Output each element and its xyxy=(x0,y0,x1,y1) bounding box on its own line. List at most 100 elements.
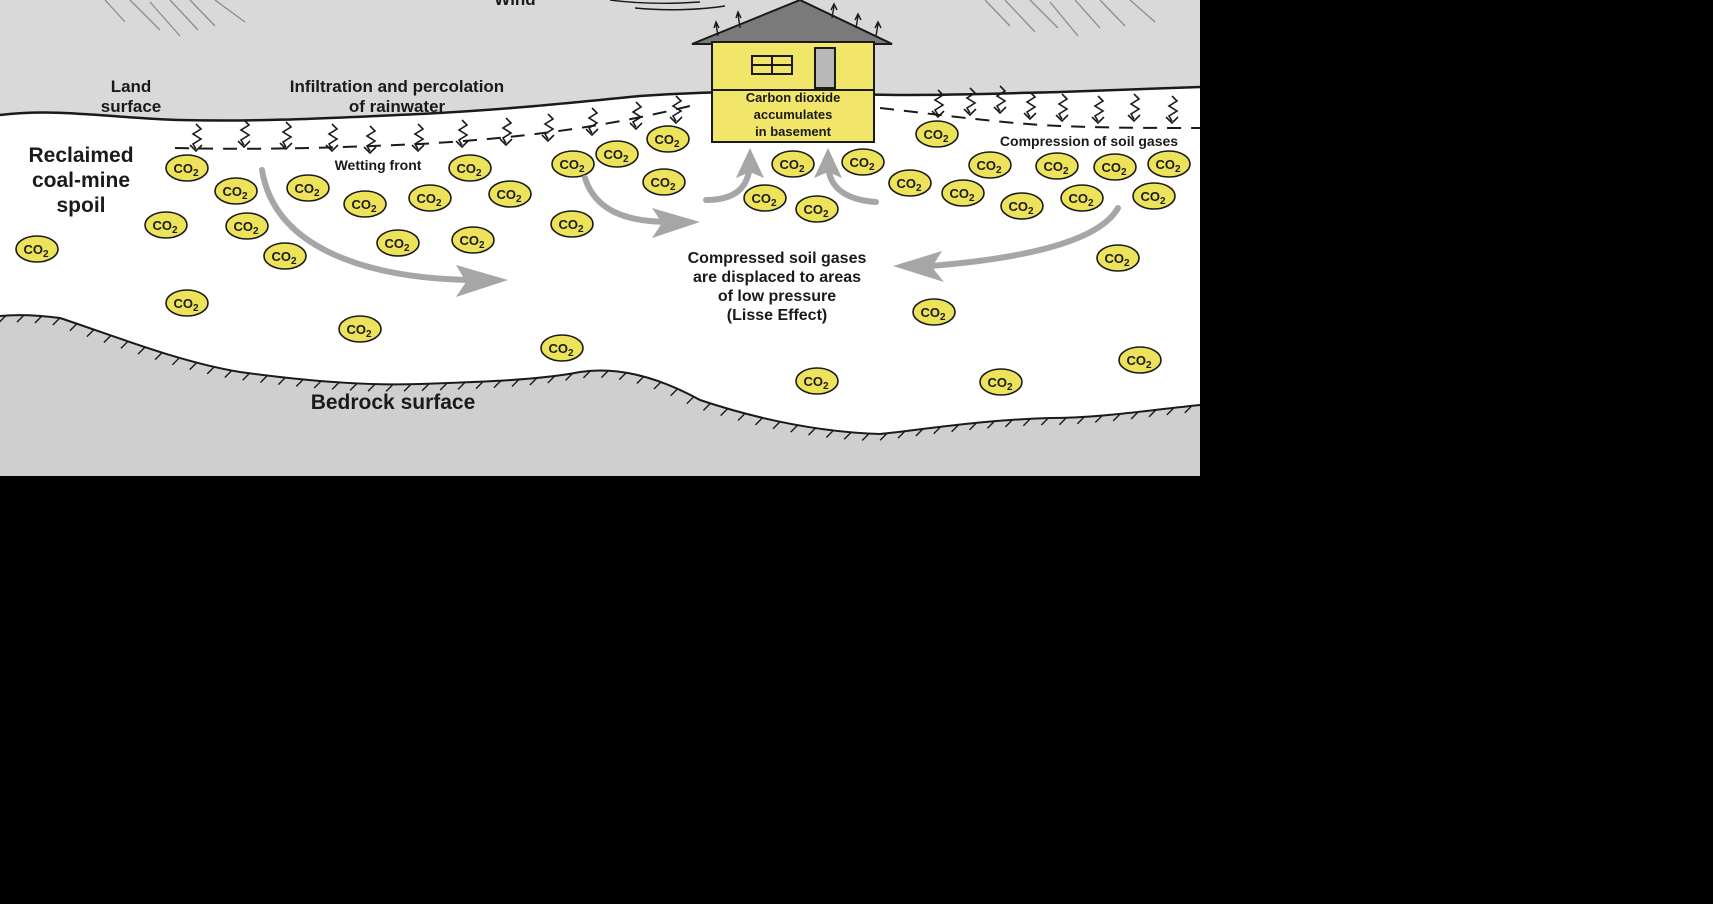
bedrock-hatch-mark xyxy=(951,424,960,433)
bedrock-hatch-mark xyxy=(69,323,78,332)
bedrock-hatch-mark xyxy=(1184,405,1193,414)
flow-arrow-center-left xyxy=(582,175,673,225)
bedrock-hatch-mark xyxy=(529,377,538,386)
co2-bubble-shape xyxy=(1118,346,1162,374)
infiltration-arrow xyxy=(993,85,1007,115)
co2-bubble: CO2 xyxy=(912,298,956,326)
bedrock-hatching xyxy=(0,314,1193,442)
house-label-line2: accumulates xyxy=(754,107,833,122)
bedrock-hatch-mark xyxy=(1076,416,1085,425)
co2-bubble: CO2 xyxy=(595,140,639,168)
bedrock-hatch-mark xyxy=(1040,417,1049,426)
infiltration-arrow xyxy=(499,117,513,147)
co2-label: CO2 xyxy=(173,296,199,314)
co2-bubble: CO2 xyxy=(376,229,420,257)
co2-bubble: CO2 xyxy=(15,235,59,263)
co2-bubble-shape xyxy=(165,289,209,317)
bedrock-hatch-mark xyxy=(790,424,799,433)
co2-bubble: CO2 xyxy=(1060,184,1104,212)
co2-bubble-shape xyxy=(488,180,532,208)
bedrock-hatch-mark xyxy=(511,378,520,387)
co2-label: CO2 xyxy=(896,176,922,194)
bedrock-hatch-mark xyxy=(825,429,834,438)
co2-label: CO2 xyxy=(803,202,829,220)
arrowhead-house-right xyxy=(814,148,842,178)
co2-bubble-shape xyxy=(448,154,492,182)
co2-label: CO2 xyxy=(650,175,676,193)
wind-label: Wind xyxy=(494,0,535,9)
infiltration-arrows xyxy=(189,85,1179,155)
bedrock-hatch-mark xyxy=(547,375,556,384)
co2-label: CO2 xyxy=(920,305,946,323)
co2-bubble-shape xyxy=(841,148,885,176)
bedrock-hatch-mark xyxy=(295,378,304,387)
co2-label: CO2 xyxy=(351,197,377,215)
bedrock-hatch-mark xyxy=(439,382,448,391)
infiltration-arrow xyxy=(669,95,683,125)
co2-bubble-shape xyxy=(1000,192,1044,220)
co2-bubble: CO2 xyxy=(941,179,985,207)
bedrock-hatch-mark xyxy=(154,352,163,361)
co2-bubble-shape xyxy=(1147,150,1191,178)
co2-bubble: CO2 xyxy=(551,150,595,178)
bedrock-hatch-mark xyxy=(582,370,591,379)
co2-bubble: CO2 xyxy=(1147,150,1191,178)
bedrock-hatch-mark xyxy=(0,315,7,323)
bedrock-hatch-mark xyxy=(969,422,978,431)
co2-bubble-shape xyxy=(15,235,59,263)
infiltration-arrow xyxy=(585,107,599,137)
co2-label: CO2 xyxy=(384,236,410,254)
infiltration-arrow xyxy=(325,123,339,153)
co2-label: CO2 xyxy=(1068,191,1094,209)
co2-bubble-shape xyxy=(642,168,686,196)
co2-label: CO2 xyxy=(559,157,585,175)
co2-bubble-shape xyxy=(743,184,787,212)
co2-label: CO2 xyxy=(803,374,829,392)
bedrock-hatch-mark xyxy=(861,433,870,442)
co2-bubble: CO2 xyxy=(540,334,584,362)
co2-bubble: CO2 xyxy=(1132,182,1176,210)
bedrock-hatch-mark xyxy=(16,314,25,323)
infiltration-arrow xyxy=(1165,95,1179,125)
bedrock-hatch-mark xyxy=(653,381,662,390)
infiltration-arrow xyxy=(1091,95,1105,125)
bedrock-hatch-mark xyxy=(493,380,502,389)
bedrock-label: Bedrock surface xyxy=(311,391,476,414)
co2-bubble: CO2 xyxy=(979,368,1023,396)
infiltration-arrow xyxy=(189,123,203,153)
bedrock-hatch-mark xyxy=(1166,407,1175,416)
bedrock-hatch-mark xyxy=(224,370,233,379)
bedrock-hatch-mark xyxy=(618,372,627,381)
co2-bubble-shape xyxy=(540,334,584,362)
co2-bubble: CO2 xyxy=(642,168,686,196)
flow-arrow-right xyxy=(927,205,1121,269)
co2-label: CO2 xyxy=(548,341,574,359)
co2-bubble: CO2 xyxy=(144,211,188,239)
infiltration-label-line1: Infiltration and percolation xyxy=(290,77,504,96)
bedrock-hatch-mark xyxy=(349,382,358,391)
co2-bubble-shape xyxy=(1060,184,1104,212)
bedrock-hatch-mark xyxy=(843,431,852,440)
bedrock-hatch-mark xyxy=(1022,418,1031,427)
co2-bubble-shape xyxy=(771,150,815,178)
bedrock-hatch-mark xyxy=(1112,413,1121,422)
infiltration-arrow xyxy=(363,125,377,155)
bedrock-hatch-mark xyxy=(772,421,781,430)
co2-label: CO2 xyxy=(222,184,248,202)
co2-label: CO2 xyxy=(1043,159,1069,177)
bedrock-hatch-mark xyxy=(259,375,268,383)
co2-bubble: CO2 xyxy=(286,174,330,202)
co2-label: CO2 xyxy=(654,132,680,150)
co2-label: CO2 xyxy=(456,161,482,179)
spoil-label-line2: coal-mine xyxy=(32,169,130,192)
co2-bubble-shape xyxy=(1096,244,1140,272)
bedrock-hatch-mark xyxy=(242,372,251,381)
bedrock-hatch-mark xyxy=(403,383,412,392)
wind-lines xyxy=(609,0,726,11)
co2-label: CO2 xyxy=(779,157,805,175)
arrowhead-right xyxy=(893,251,944,282)
co2-label: CO2 xyxy=(346,322,372,340)
displaced-label-line2: are displaced to areas xyxy=(693,269,861,286)
